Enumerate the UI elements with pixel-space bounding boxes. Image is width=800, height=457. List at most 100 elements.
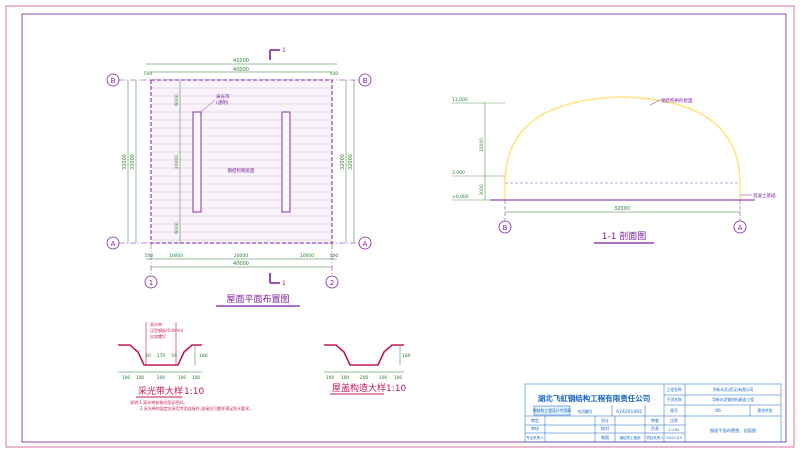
dim-left-outer: 32000	[122, 154, 128, 170]
section-mark-bottom	[269, 273, 280, 284]
contract-no: A24201492	[616, 409, 642, 415]
grid-bubble-1	[144, 275, 158, 289]
sk-dim-height: 180	[199, 353, 208, 359]
sk-dim-bot-3: 200	[157, 375, 166, 381]
stamp-label: 钢结构工程设计专用章	[533, 408, 571, 413]
rd-dim-bot-4: 100	[379, 375, 388, 381]
grid-label-a-right: A	[363, 240, 368, 248]
rd-dim-bot-5: 100	[394, 375, 403, 381]
sk-dim-top-2: 170	[157, 353, 166, 359]
sk-dim-bot-5: 100	[192, 375, 201, 381]
rd-dim-bot-3: 200	[360, 375, 369, 381]
item-value: 华新水泥钢结构屋面工程	[712, 397, 754, 402]
sheet-label: 第张共张	[757, 408, 772, 413]
company-name: 湖北飞虹钢结构工程有限责任公司	[538, 393, 651, 403]
left-r1: 审定	[531, 417, 539, 423]
drawing-name: 屋面平面布置图、剖面图	[710, 427, 756, 434]
stamp-box	[533, 405, 571, 416]
grid-label-1: 1	[149, 279, 153, 287]
grid-label-sec-a: A	[738, 224, 743, 232]
dim-top-inner: 40000	[233, 67, 249, 73]
title-block	[524, 383, 782, 443]
skylight-detail: 采光带 压型钢板(0.6mm) 自攻螺钉 50 170 50 100 100 2…	[118, 321, 253, 411]
rd-dim-bot-2: 100	[341, 375, 350, 381]
mid-r2: 校对	[601, 425, 609, 431]
dim-bottom-3: 20000	[234, 253, 248, 259]
dim-right-inner: 32000	[340, 154, 346, 170]
roof-label: 钢结构钢屋面	[228, 167, 255, 174]
elev-base: ±0.000	[452, 194, 469, 200]
sk-dim-bot-1: 100	[122, 375, 131, 381]
dim-right-outer: 32000	[348, 154, 354, 170]
sk-dim-bot-4: 100	[178, 375, 187, 381]
date-value: 2022.03	[666, 435, 682, 440]
section-mark-bottom-label: 1	[282, 280, 286, 287]
project-label: 工程名称	[666, 387, 681, 392]
dept: 钢结构工程部	[620, 435, 641, 440]
roof-detail: 100 100 200 100 100 180 屋盖构造大样 1:10	[324, 344, 411, 395]
contract-label: 合同编号	[577, 409, 592, 414]
dim-wall: 3000	[479, 184, 485, 196]
right-r2: 负责	[651, 425, 659, 431]
grid-label-b-right: B	[363, 77, 368, 85]
plan-title: 屋面平面布置图	[226, 293, 289, 305]
section-title: 1-1 剖面图	[602, 230, 647, 242]
dim-left-inner: 32000	[130, 154, 136, 170]
section-1-1: 钢结构拱形屋面 混凝土基础 13.000 3.000 ±0.000 10000 …	[452, 96, 776, 244]
callout-2: 压型钢板(0.6mm)	[150, 327, 184, 333]
section-mark-top-label: 1	[282, 47, 286, 54]
grid-bubble-sec-b	[498, 220, 512, 234]
sk-dim-top-1: 50	[145, 353, 151, 359]
skylight-label: 采光带	[216, 93, 230, 100]
left-r3: 专业负责人	[526, 435, 544, 440]
sheet-frame	[5, 5, 795, 448]
section-mark-top	[269, 49, 280, 60]
sk-dim-top-3: 50	[171, 353, 177, 359]
grid-label-sec-b: B	[503, 224, 508, 232]
scale-label: 比例	[670, 418, 678, 423]
callout-3: 自攻螺钉	[150, 333, 166, 339]
note-1: 说明:1.采光带安装应保证密封。	[130, 399, 187, 405]
mid-r3: 制图	[601, 434, 609, 440]
mid-r1: 设计	[601, 417, 609, 423]
grid-bubble-sec-a	[733, 220, 747, 234]
left-r2: 审核	[531, 425, 539, 431]
dim-span: 32000	[614, 206, 630, 212]
elev-top: 13.000	[452, 97, 468, 103]
skylight-label-2: (透明)	[216, 99, 229, 106]
roof-detail-title: 屋盖构造大样	[332, 382, 386, 394]
dim-bottom-4: 10000	[300, 253, 314, 259]
dim-top-outer: 41000	[233, 58, 249, 64]
project-value: 华新水泥(武汉)有限公司	[713, 387, 754, 392]
dim-rise: 10000	[479, 138, 485, 152]
grid-label-2: 2	[330, 279, 334, 287]
roof-hatch	[152, 87, 331, 241]
callout-1: 采光带	[150, 321, 162, 327]
dim-bottom-total: 40000	[233, 261, 249, 267]
title-block-text: 湖北飞虹钢结构工程有限责任公司 钢结构工程设计专用章 A24201492 合同编…	[526, 387, 773, 440]
roof-plan: 1 41000 40000 500 500 B B A A 采光带 (透明) 钢…	[106, 47, 372, 307]
drawing-no: 06	[715, 408, 721, 414]
note-2: 2.采光带的固定应采用专用连接件,连接应可靠并满足防水要求。	[140, 405, 253, 411]
roof-profile	[324, 344, 404, 366]
grid-label-a-left: A	[111, 240, 116, 248]
dim-inner-left-2: 20000	[174, 155, 180, 169]
scale-value: 1:250	[669, 427, 681, 432]
dim-inner-left-1: 6000	[174, 94, 180, 106]
grid-label-b-left: B	[111, 77, 116, 85]
rd-dim-height: 180	[402, 353, 411, 359]
item-label: 子项名称	[666, 397, 681, 402]
arch-leader	[649, 99, 661, 106]
inner-frame	[21, 13, 787, 443]
dim-inner-left-3: 6000	[174, 222, 180, 234]
elev-mid: 3.000	[452, 170, 465, 176]
arch-roof	[504, 96, 741, 184]
right-r3: 项目负责人	[646, 435, 664, 440]
skylight-right	[281, 111, 291, 213]
right-r1: 审查	[651, 417, 659, 423]
dim-bottom-2: 10000	[169, 253, 183, 259]
dim-small-top-left: 500	[144, 71, 153, 77]
skylight-detail-scale: 1:10	[184, 387, 204, 397]
